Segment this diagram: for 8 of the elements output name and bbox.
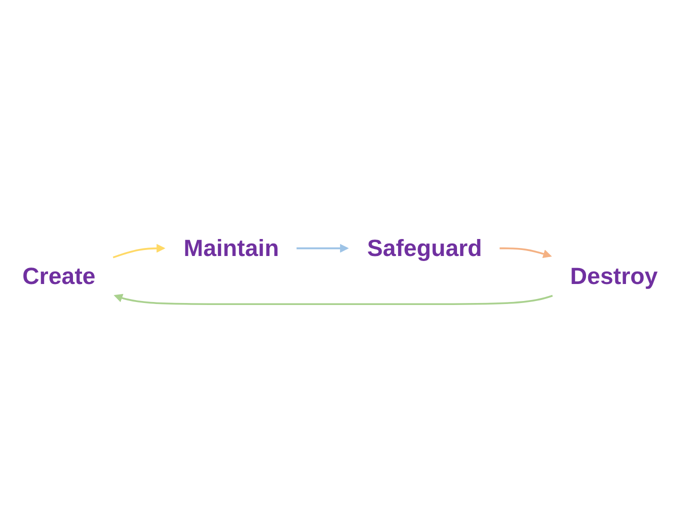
node-text: Maintain <box>184 235 279 262</box>
arrow <box>296 244 349 253</box>
arrow <box>500 247 552 258</box>
arrow <box>114 294 553 306</box>
node-text: Destroy <box>570 263 658 290</box>
node-text: Create <box>22 263 96 290</box>
node-text: Safeguard <box>367 235 482 262</box>
arrow <box>112 244 166 258</box>
